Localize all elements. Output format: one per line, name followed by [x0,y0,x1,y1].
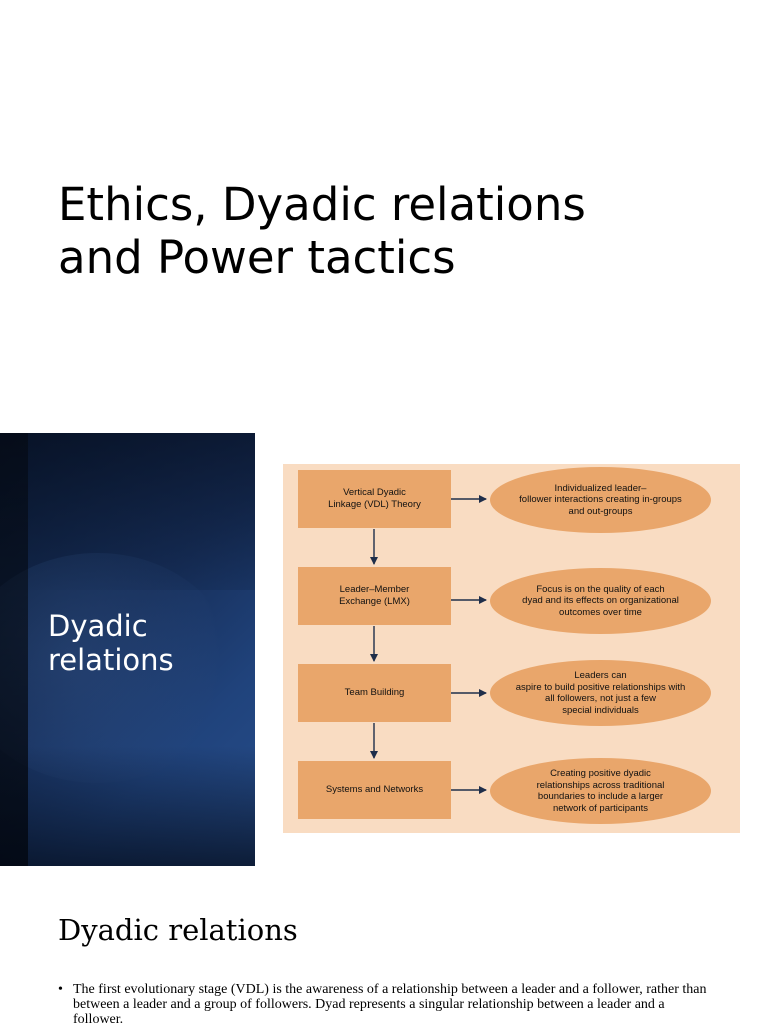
bullet-text: The first evolutionary stage (VDL) is th… [73,982,707,1024]
stage-box-text: Vertical Dyadic [343,487,406,498]
stage-box-vdl: Vertical Dyadic Linkage (VDL) Theory [298,470,451,528]
stage-ellipse-text: Leaders can [574,670,627,681]
dyadic-evolution-diagram: Vertical Dyadic Linkage (VDL) Theory Ind… [283,464,740,833]
slide-title-line: Ethics, Dyadic relations [58,178,586,231]
stage-box-lmx: Leader–Member Exchange (LMX) [298,567,451,625]
section-heading: Dyadic relations [58,913,298,947]
stage-ellipse-vdl: Individualized leader– follower interact… [490,467,711,533]
stage-ellipse-text: outcomes over time [559,606,642,618]
panel-decoration [0,746,255,866]
stage-ellipse-text: aspire to build positive relationships w… [515,681,686,693]
title-panel: Dyadic relations [0,433,255,866]
panel-title-line: relations [48,643,174,677]
stage-ellipse-text: Individualized leader– [554,482,647,494]
bullet-list: • The first evolutionary stage (VDL) is … [58,982,718,1024]
stage-ellipse-text: network of participants [552,802,649,814]
stage-ellipse-team-building: Leaders can aspire to build positive rel… [490,660,711,726]
stage-ellipse-text: relationships across traditional [536,779,665,791]
stage-ellipse-text: dyad and its effects on organizational [522,595,679,607]
stage-box-text: Systems and Networks [325,784,424,795]
bullet-item: • The first evolutionary stage (VDL) is … [58,982,718,1024]
stage-ellipse-text: special individuals [562,704,639,716]
panel-decoration [0,433,255,590]
stage-box-systems-networks: Systems and Networks [298,761,451,819]
stage-ellipse-text: Focus is on the quality of each [536,583,665,595]
stage-ellipse-text: follower interactions creating in-groups [519,494,682,506]
panel-title: Dyadic relations [48,609,174,677]
bullet-symbol: • [58,982,63,997]
stage-box-text: Team Building [344,687,405,698]
stage-ellipse-text: boundaries to include a larger [537,791,664,802]
panel-title-line: Dyadic [48,609,148,643]
stage-ellipse-text: Creating positive dyadic [550,768,651,779]
stage-box-team-building: Team Building [298,664,451,722]
diagram-arrows [370,495,487,794]
slide-title-line: and Power tactics [58,231,456,284]
stage-ellipse-text: and out-groups [568,505,633,517]
stage-box-text: Leader–Member [339,584,410,595]
stage-ellipse-lmx: Focus is on the quality of each dyad and… [490,568,711,634]
stage-ellipse-systems-networks: Creating positive dyadic relationships a… [490,758,711,824]
stage-box-text: Exchange (LMX) [339,596,410,607]
panel-decoration [0,553,235,783]
slide-title: Ethics, Dyadic relations and Power tacti… [58,178,738,284]
stage-box-text: Linkage (VDL) Theory [328,499,421,510]
stage-ellipse-text: all followers, not just a few [545,693,656,704]
